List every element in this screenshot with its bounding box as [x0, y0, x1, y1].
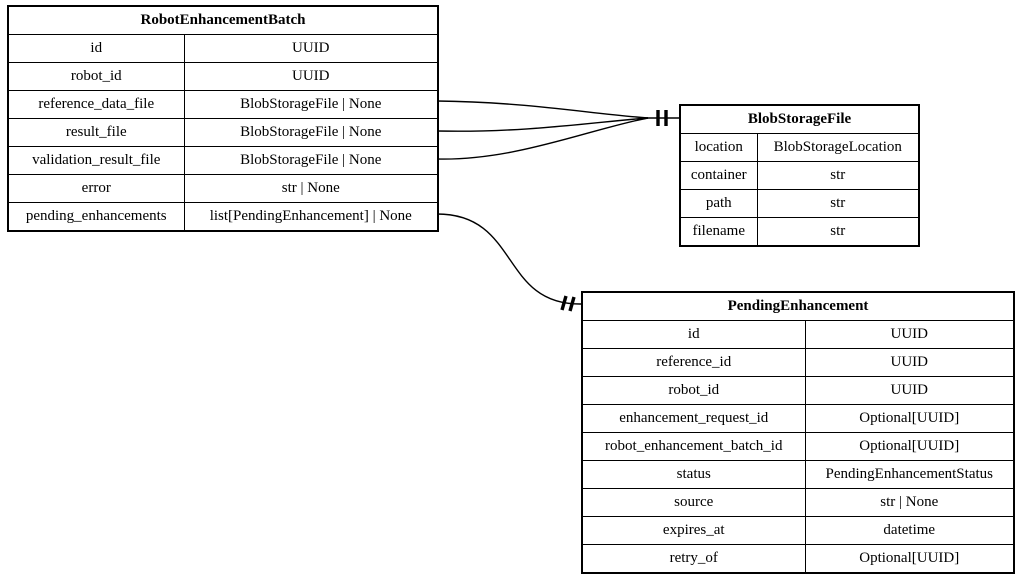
field-name: robot_id — [7, 62, 185, 91]
field-type: str — [756, 217, 920, 247]
field-type: list[PendingEnhancement] | None — [183, 202, 439, 232]
field-name: reference_data_file — [7, 90, 185, 119]
cardinality-one-mark-pendingenhancement — [560, 295, 576, 312]
field-type: str — [756, 161, 920, 190]
field-name: container — [679, 161, 758, 190]
connector-result-file — [436, 117, 649, 132]
field-name: reference_id — [581, 348, 806, 377]
field-type: UUID — [804, 376, 1015, 405]
connector-reference-data-file — [436, 100, 649, 119]
field-name: id — [7, 34, 185, 63]
field-type: Optional[UUID] — [804, 432, 1015, 461]
field-name: source — [581, 488, 806, 517]
field-type: UUID — [183, 34, 439, 63]
field-type: UUID — [183, 62, 439, 91]
entity-title: RobotEnhancementBatch — [7, 5, 439, 35]
entity-header-row: BlobStorageFile — [679, 104, 920, 134]
field-type: BlobStorageLocation — [756, 133, 920, 162]
field-type: UUID — [804, 320, 1015, 349]
field-name: pending_enhancements — [7, 202, 185, 232]
cardinality-one-mark-blobstoragefile — [656, 110, 668, 126]
field-name: status — [581, 460, 806, 489]
connector-pending-enhancements — [436, 213, 582, 305]
entity-title: PendingEnhancement — [581, 291, 1015, 321]
connector-validation-result-file — [436, 117, 649, 160]
field-type: datetime — [804, 516, 1015, 545]
field-type: str | None — [804, 488, 1015, 517]
field-name: location — [679, 133, 758, 162]
field-type: Optional[UUID] — [804, 544, 1015, 574]
field-name: retry_of — [581, 544, 806, 574]
field-type: str — [756, 189, 920, 218]
field-type: Optional[UUID] — [804, 404, 1015, 433]
field-name: expires_at — [581, 516, 806, 545]
field-name: robot_id — [581, 376, 806, 405]
field-name: robot_enhancement_batch_id — [581, 432, 806, 461]
entity-title: BlobStorageFile — [679, 104, 920, 134]
field-name: result_file — [7, 118, 185, 147]
field-name: validation_result_file — [7, 146, 185, 175]
entity-header-row: RobotEnhancementBatch — [7, 5, 439, 35]
field-type: UUID — [804, 348, 1015, 377]
field-type: BlobStorageFile | None — [183, 90, 439, 119]
field-type: BlobStorageFile | None — [183, 146, 439, 175]
field-type: str | None — [183, 174, 439, 203]
field-name: filename — [679, 217, 758, 247]
entity-header-row: PendingEnhancement — [581, 291, 1015, 321]
field-name: path — [679, 189, 758, 218]
field-name: id — [581, 320, 806, 349]
field-type: PendingEnhancementStatus — [804, 460, 1015, 489]
field-name: error — [7, 174, 185, 203]
field-name: enhancement_request_id — [581, 404, 806, 433]
field-type: BlobStorageFile | None — [183, 118, 439, 147]
